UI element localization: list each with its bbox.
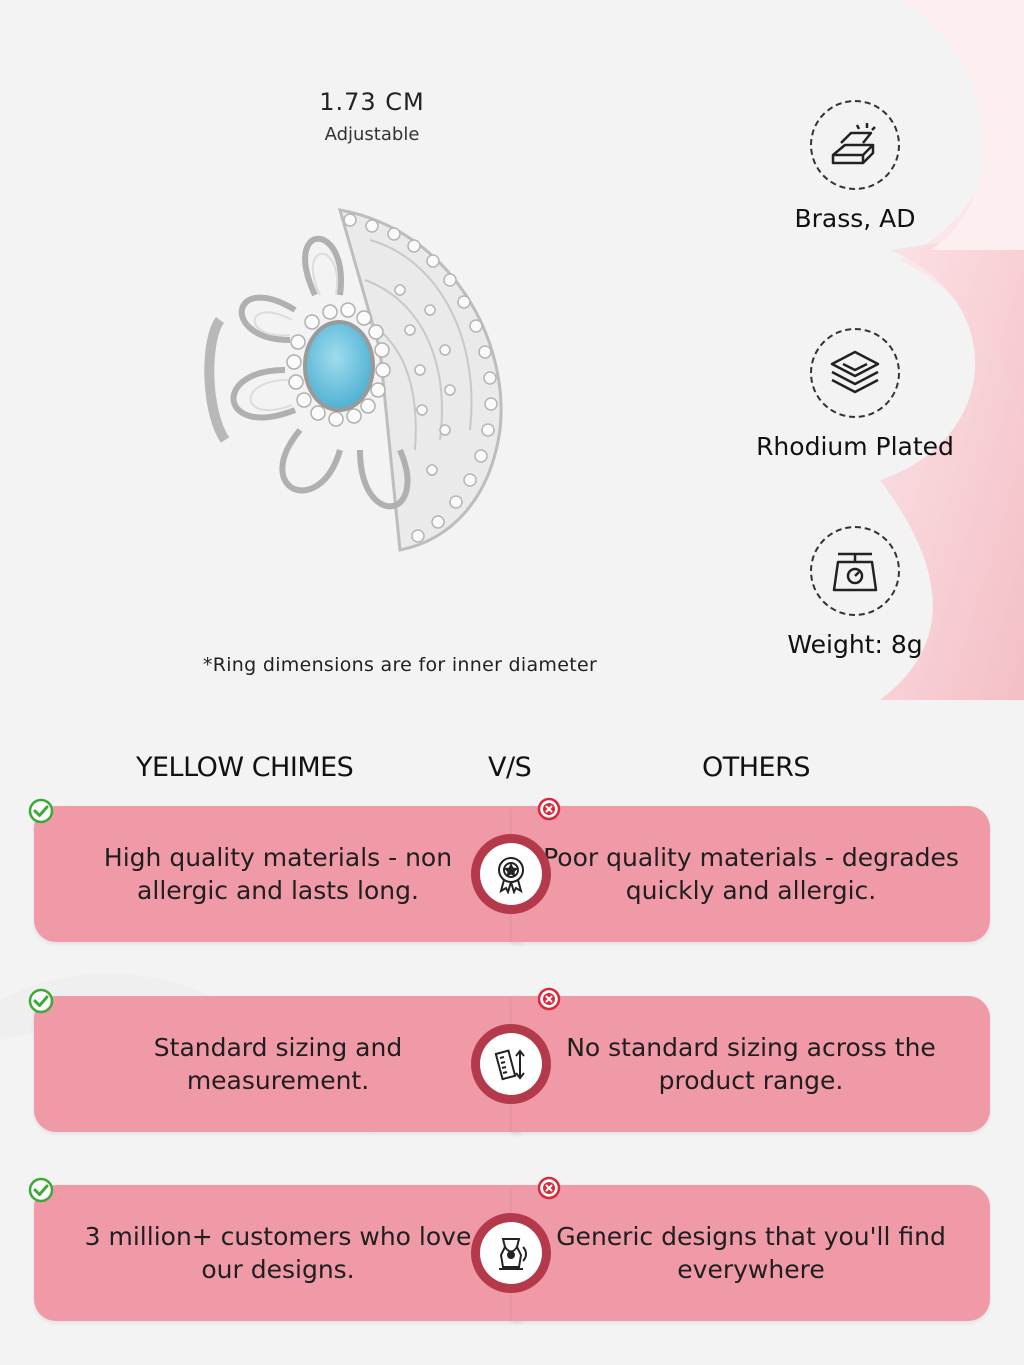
dimensions-note: *Ring dimensions are for inner diameter (202, 654, 598, 676)
comparison-row: Standard sizing and measurement. No stan… (28, 987, 990, 1132)
weighing-scale-icon (810, 526, 900, 616)
comparison-right-heading: OTHERS (702, 752, 811, 783)
comparison-badge (471, 1213, 551, 1293)
yellow-chimes-point-text: 3 million+ customers who love our design… (84, 1222, 472, 1284)
others-point-text: Generic designs that you'll find everywh… (556, 1222, 946, 1284)
quality-badge-icon (480, 843, 542, 905)
feature-plating: Rhodium Plated (720, 328, 990, 461)
yellow-chimes-point: High quality materials - non allergic an… (34, 806, 546, 942)
feature-label: Rhodium Plated (756, 432, 954, 461)
check-icon (28, 988, 54, 1014)
others-point-text: Poor quality materials - degrades quickl… (543, 843, 959, 905)
comparison-vs-label: V/S (488, 752, 532, 783)
check-icon (28, 798, 54, 824)
others-point: Poor quality materials - degrades quickl… (512, 806, 990, 942)
others-point: No standard sizing across the product ra… (512, 996, 990, 1132)
comparison-row: 3 million+ customers who love our design… (28, 1176, 990, 1321)
feature-weight: Weight: 8g (720, 526, 990, 659)
cross-icon (537, 1176, 561, 1200)
ring-image (204, 208, 503, 552)
comparison-badge (471, 834, 551, 914)
yellow-chimes-point: Standard sizing and measurement. (34, 996, 546, 1132)
ruler-measure-icon (480, 1033, 542, 1095)
cross-icon (537, 987, 561, 1011)
comparison-left-heading: YELLOW CHIMES (136, 752, 354, 783)
ring-size-note: Adjustable (324, 124, 420, 145)
check-icon (28, 1177, 54, 1203)
yellow-chimes-point-text: Standard sizing and measurement. (153, 1033, 403, 1095)
ring-size-block: 1.73 CM Adjustable (272, 88, 472, 145)
feature-label: Weight: 8g (787, 630, 923, 659)
feature-label: Brass, AD (794, 204, 916, 233)
yellow-chimes-point-text: High quality materials - non allergic an… (103, 843, 453, 905)
cross-icon (537, 797, 561, 821)
gold-bars-icon (810, 100, 900, 190)
others-point: Generic designs that you'll find everywh… (512, 1185, 990, 1321)
feature-material: Brass, AD (720, 100, 990, 233)
yellow-chimes-point: 3 million+ customers who love our design… (34, 1185, 546, 1321)
others-point-text: No standard sizing across the product ra… (566, 1033, 936, 1095)
layers-icon (810, 328, 900, 418)
jewelry-bust-icon (480, 1222, 542, 1284)
comparison-row: High quality materials - non allergic an… (28, 797, 990, 942)
ring-size-value: 1.73 CM (319, 88, 425, 116)
comparison-badge (471, 1024, 551, 1104)
